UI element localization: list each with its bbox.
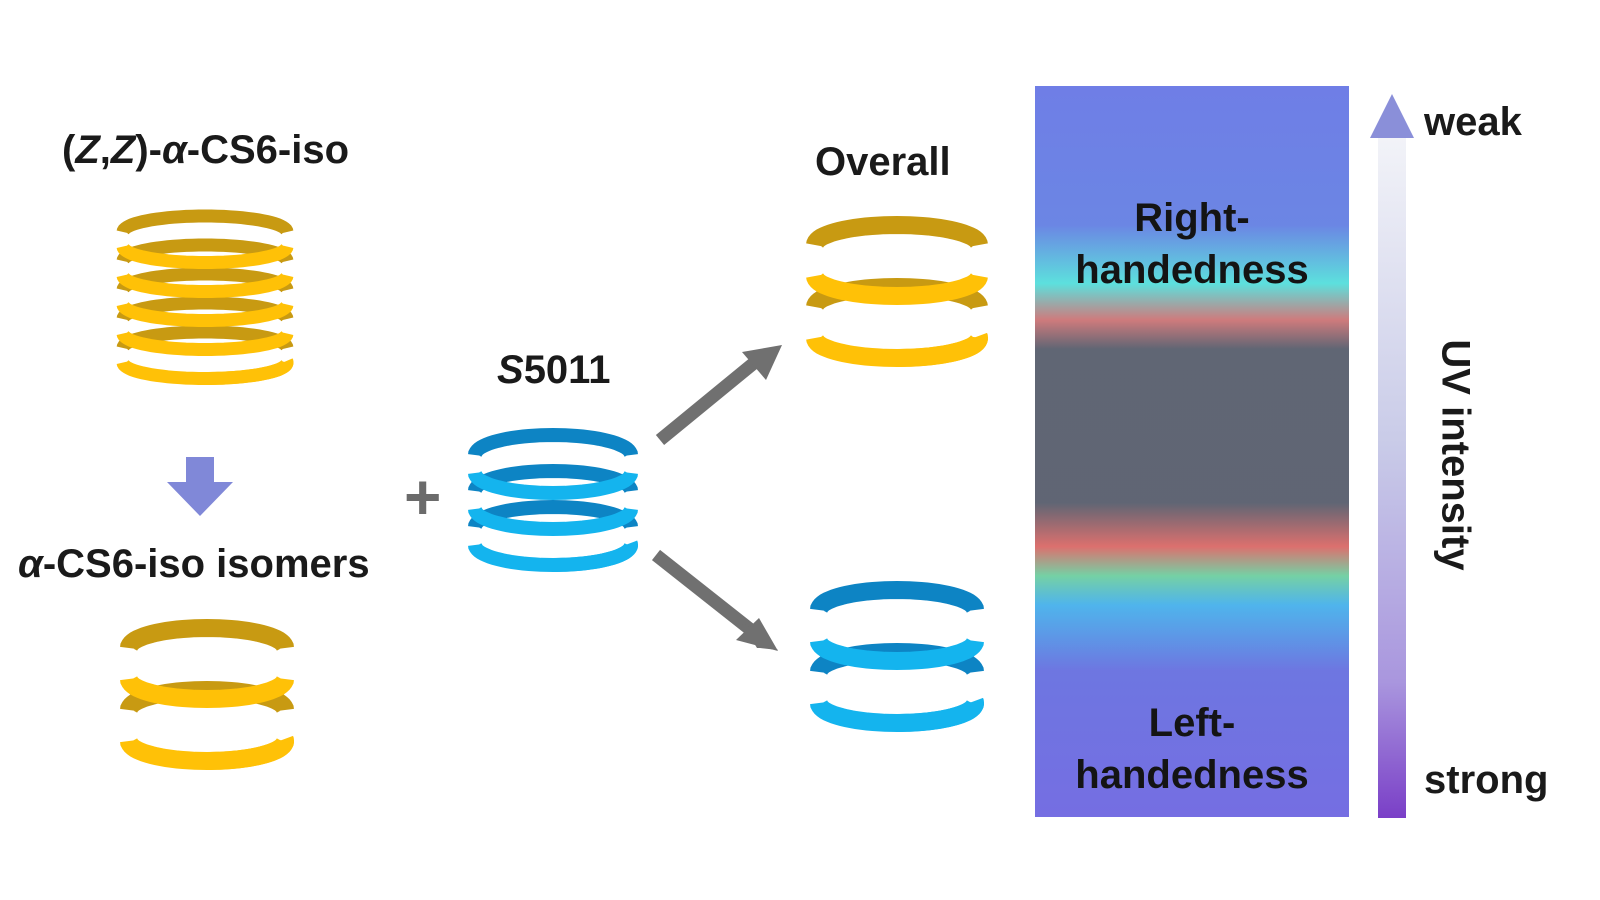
helix-front-ribbon — [810, 638, 984, 671]
label-part: , — [99, 128, 111, 172]
arrow-to-left-helix — [651, 549, 778, 651]
helix-front-ribbon — [120, 676, 294, 709]
uv-gradient-bar — [1378, 138, 1406, 818]
helix-front-ribbon — [116, 302, 294, 327]
label-part: S — [497, 348, 524, 392]
isomers-label: α-CS6-iso isomers — [18, 542, 370, 587]
helix-tail-ribbon — [205, 358, 294, 385]
label-part: -CS6-iso isomers — [42, 542, 370, 586]
label-part: )- — [135, 128, 162, 172]
film-bottom-line1: Left- — [1148, 701, 1236, 745]
helix-front-ribbon — [116, 273, 294, 298]
gold-helix-loose — [120, 618, 294, 771]
helix-front-ribbon — [116, 244, 294, 269]
overall-label: Overall — [815, 140, 951, 184]
helix-front-ribbon — [806, 273, 988, 306]
helix-back-ribbon — [120, 618, 294, 651]
helix-front-ribbon — [468, 507, 638, 537]
helix-front-ribbon — [116, 331, 294, 356]
helix-back-ribbon — [806, 215, 988, 248]
s5011-label: S5011 — [497, 348, 610, 393]
label-part: α — [161, 128, 187, 172]
zz-isomer-label: (Z,Z)-α-CS6-iso — [62, 128, 349, 173]
blue-helix-left-handed — [810, 580, 984, 733]
uv-weak-label: weak — [1424, 100, 1522, 144]
plus-sign: + — [404, 461, 442, 533]
helix-back-ribbon — [810, 580, 984, 613]
film-photo: Right- handedness Left- handedness — [1035, 86, 1349, 817]
label-part: α — [18, 542, 43, 586]
film-top-line2: handedness — [1075, 248, 1309, 292]
helix-front-ribbon — [468, 471, 638, 501]
uv-axis-text: UV intensity — [1433, 339, 1478, 571]
helix-tail-ribbon — [897, 332, 988, 367]
uv-arrow-head-icon — [1370, 94, 1414, 138]
helix-back-ribbon — [116, 209, 294, 235]
label-part: 5011 — [523, 348, 611, 392]
film-bottom-line2: handedness — [1075, 753, 1309, 797]
uv-strong-label: strong — [1424, 758, 1549, 802]
helix-tail-ribbon — [897, 697, 984, 732]
blue-helix-s5011 — [468, 427, 638, 573]
gold-helix-right-handed — [806, 215, 988, 368]
label-part: ( — [62, 128, 76, 172]
down-arrow-icon — [167, 457, 233, 516]
arrow-to-right-helix — [655, 345, 782, 446]
label-part: -CS6-iso — [186, 128, 350, 172]
helix-tail-ribbon — [553, 540, 638, 572]
film-top-line1: Right- — [1134, 196, 1250, 240]
helix-back-ribbon — [468, 427, 638, 457]
label-part: Z — [110, 128, 136, 172]
gold-helix-tight — [116, 209, 294, 385]
label-part: Z — [75, 128, 100, 172]
helix-tail-ribbon — [207, 735, 294, 770]
